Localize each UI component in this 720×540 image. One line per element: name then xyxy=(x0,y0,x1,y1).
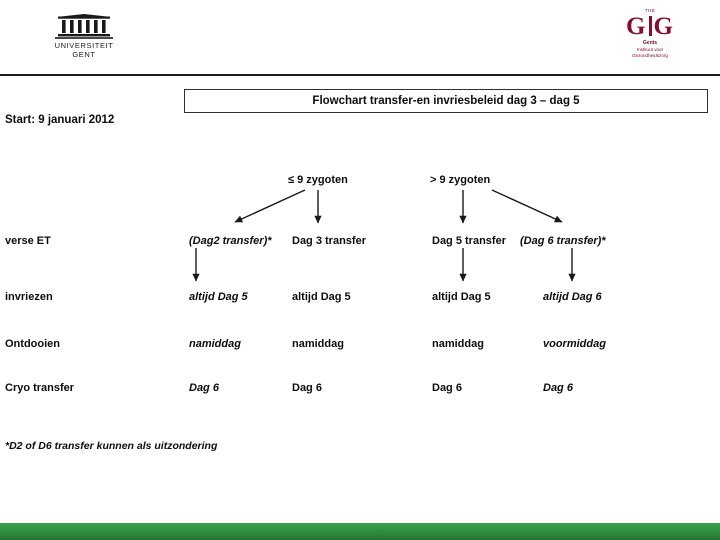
row-label-verse-et: verse ET xyxy=(5,235,51,247)
gig-logo-main-left: G xyxy=(626,13,647,40)
gig-logo-sub1: Gents xyxy=(642,40,658,46)
ugent-logo-text: UNIVERSITEIT GENT xyxy=(28,41,140,59)
header-band xyxy=(0,76,720,87)
gig-logo-top: THE xyxy=(644,8,656,13)
row-label-invriezen: invriezen xyxy=(5,291,53,303)
cell-col3-ontdooien: namiddag xyxy=(432,338,484,350)
footnote-text: *D2 of D6 transfer kunnen als uitzonderi… xyxy=(5,440,218,452)
cell-col1-cryo-transfer: Dag 6 xyxy=(189,382,219,394)
gig-logo-main-right: G xyxy=(653,13,674,40)
ugent-pillars-icon xyxy=(55,14,113,39)
gig-logo-bar xyxy=(648,16,652,36)
cell-col1-invriezen: altijd Dag 5 xyxy=(189,291,248,303)
gig-logo-sub2-line1: Instituut voor xyxy=(636,47,664,52)
gig-logo-sub2: Instituut voor Gezondheidszorg xyxy=(602,47,698,59)
header-divider xyxy=(0,74,720,76)
cell-col4-verse-et: (Dag 6 transfer)* xyxy=(520,235,606,247)
cell-col4-ontdooien: voormiddag xyxy=(543,338,606,350)
ugent-logo-line1: UNIVERSITEIT xyxy=(54,41,114,50)
ugent-logo-line2: GENT xyxy=(72,50,96,59)
cell-col1-verse-et: (Dag2 transfer)* xyxy=(189,235,272,247)
cell-col2-invriezen: altijd Dag 5 xyxy=(292,291,351,303)
row-label-ontdooien: Ontdooien xyxy=(5,338,60,350)
cell-col4-cryo-transfer: Dag 6 xyxy=(543,382,573,394)
page-title: Flowchart transfer-en invriesbeleid dag … xyxy=(312,95,580,107)
cell-col2-ontdooien: namiddag xyxy=(292,338,344,350)
branch-label-left: ≤ 9 zygoten xyxy=(288,174,348,186)
row-label-cryo-transfer: Cryo transfer xyxy=(5,382,75,394)
flowchart-title-box: Flowchart transfer-en invriesbeleid dag … xyxy=(184,89,708,113)
branch-label-right: > 9 zygoten xyxy=(430,174,491,186)
cell-col3-verse-et: Dag 5 transfer xyxy=(432,235,506,247)
start-date-label: Start: 9 januari 2012 xyxy=(5,114,115,126)
ugent-logo: UNIVERSITEIT GENT xyxy=(28,14,140,64)
gig-logo-sub2-line2: Gezondheidszorg xyxy=(631,53,668,58)
cell-col4-invriezen: altijd Dag 6 xyxy=(543,291,602,303)
cell-col3-invriezen: altijd Dag 5 xyxy=(432,291,491,303)
bottom-band xyxy=(0,523,720,540)
bottom-band-fill xyxy=(0,523,720,540)
cell-col2-verse-et: Dag 3 transfer xyxy=(292,235,366,247)
cell-col3-cryo-transfer: Dag 6 xyxy=(432,382,462,394)
cell-col1-ontdooien: namiddag xyxy=(189,338,241,350)
cell-col2-cryo-transfer: Dag 6 xyxy=(292,382,322,394)
